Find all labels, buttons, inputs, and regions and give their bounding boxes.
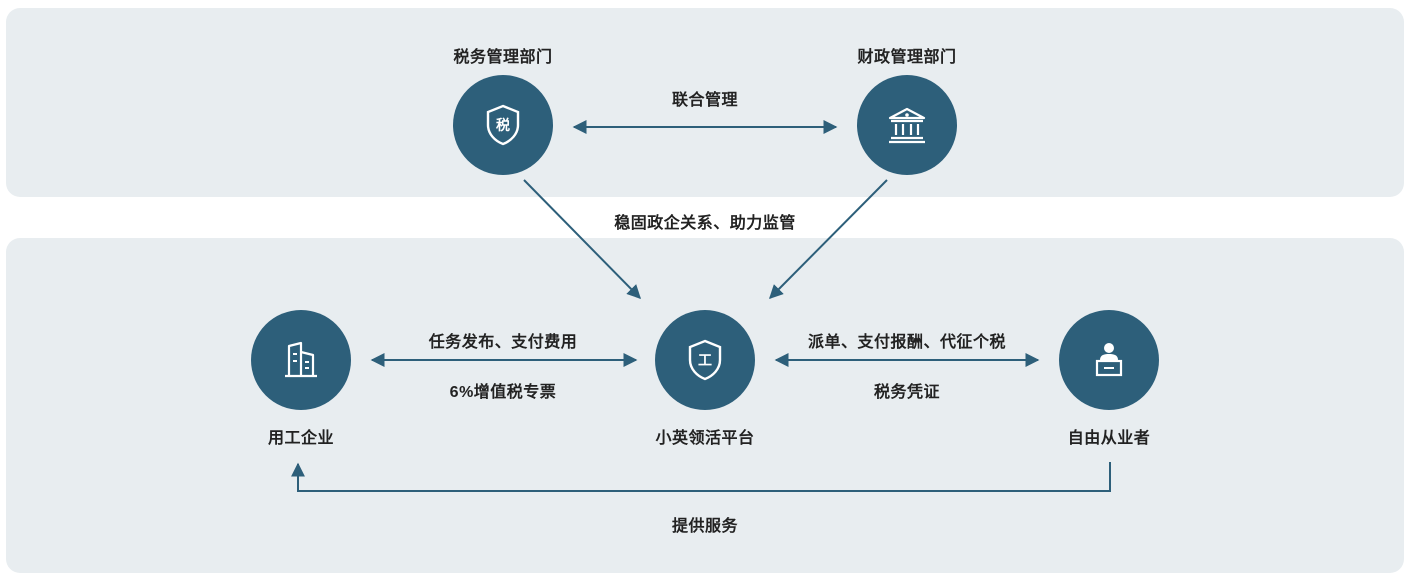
platform-badge: 工 xyxy=(698,353,712,369)
finance-dept-node xyxy=(857,75,957,175)
enterprise-title: 用工企业 xyxy=(267,430,335,447)
freelancer-node xyxy=(1059,310,1159,410)
tax-dept-node: 税 xyxy=(453,75,553,175)
enterprise-flow-top-label: 任务发布、支付费用 xyxy=(428,334,578,351)
service-arrow xyxy=(291,462,1111,492)
freelancer-flow-bottom-label: 税务凭证 xyxy=(873,384,941,401)
tax-to-platform-arrow xyxy=(523,179,641,299)
finance-dept-title: 财政管理部门 xyxy=(857,49,957,66)
tax-dept-title: 税务管理部门 xyxy=(453,49,553,66)
office-building-icon xyxy=(285,341,317,378)
bank-building-icon xyxy=(888,107,926,144)
enterprise-node xyxy=(251,310,351,410)
platform-title: 小英领活平台 xyxy=(655,430,755,447)
regulation-label: 稳固政企关系、助力监管 xyxy=(614,215,796,232)
platform-shield-icon: 工 xyxy=(688,339,722,381)
enterprise-flow-bottom-label: 6%增值税专票 xyxy=(449,384,557,401)
freelancer-title: 自由从业者 xyxy=(1067,430,1151,447)
government-panel xyxy=(6,8,1404,197)
service-label: 提供服务 xyxy=(671,518,739,535)
tax-badge: 税 xyxy=(496,117,510,134)
tax-shield-icon: 税 xyxy=(486,104,520,146)
finance-to-platform-arrow xyxy=(769,179,888,299)
joint-management-label: 联合管理 xyxy=(671,92,739,109)
freelancer-flow-top-label: 派单、支付报酬、代征个税 xyxy=(807,334,1007,351)
person-at-desk-icon xyxy=(1095,343,1123,377)
platform-node: 工 xyxy=(655,310,755,410)
